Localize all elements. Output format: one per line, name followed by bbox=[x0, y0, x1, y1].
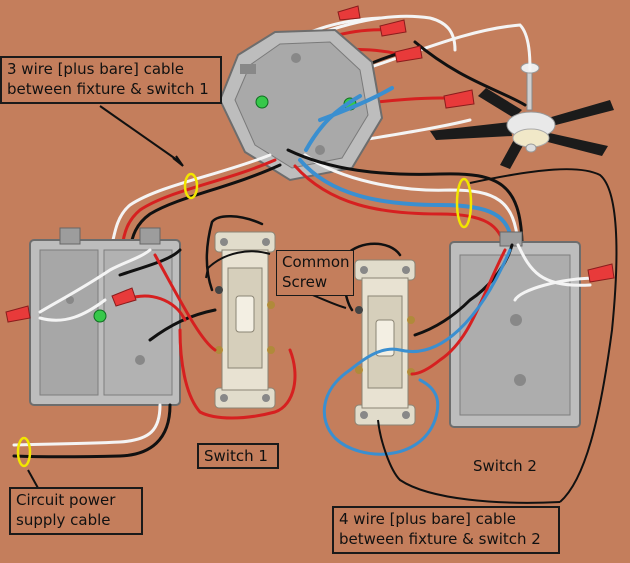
label-cable-fixture-switch1: 3 wire [plus bare] cable between fixture… bbox=[0, 56, 222, 104]
marker-circuit-power-cable bbox=[16, 436, 32, 468]
label-circuit-power: Circuit power supply cable bbox=[9, 487, 143, 535]
right-box-wire-nut bbox=[587, 263, 615, 283]
label-circuit-power-line1: Circuit power bbox=[16, 491, 116, 509]
label-cable-fixture-switch2-line1: 4 wire [plus bare] cable bbox=[339, 510, 516, 528]
fixture-box bbox=[218, 28, 384, 182]
label-common-screw: Common Screw bbox=[276, 250, 354, 296]
fixture-wire-nuts bbox=[337, 5, 475, 109]
label-cable-fixture-switch2-line2: between fixture & switch 2 bbox=[339, 530, 541, 548]
pointer-lines bbox=[27, 105, 618, 504]
label-common-screw-line1: Common bbox=[282, 253, 350, 271]
label-common-screw-line2: Screw bbox=[282, 273, 328, 291]
left-box-wire-nuts bbox=[5, 287, 137, 323]
left-junction-box bbox=[29, 227, 181, 406]
marker-cable-fixture-switch1 bbox=[183, 172, 199, 200]
ceiling-fan bbox=[430, 62, 614, 169]
cable-fixture-switch1-wires bbox=[110, 153, 282, 252]
label-switch-2: Switch 2 bbox=[473, 457, 537, 476]
right-box-wires bbox=[322, 242, 600, 456]
circuit-power-cable-wires bbox=[12, 403, 172, 459]
cable-fixture-switch2-wires bbox=[286, 86, 524, 250]
label-cable-fixture-switch2: 4 wire [plus bare] cable between fixture… bbox=[332, 506, 560, 554]
label-circuit-power-line2: supply cable bbox=[16, 511, 111, 529]
label-switch-1: Switch 1 bbox=[197, 443, 279, 469]
switch-2-device bbox=[354, 259, 416, 426]
right-junction-box bbox=[449, 231, 581, 428]
switch-1-device bbox=[214, 231, 276, 409]
label-switch-1-text: Switch 1 bbox=[204, 447, 268, 465]
marker-cable-fixture-switch2 bbox=[455, 177, 473, 229]
label-cable-fixture-switch1-line1: 3 wire [plus bare] cable bbox=[7, 60, 184, 78]
label-switch-2-text: Switch 2 bbox=[473, 457, 537, 475]
cable-markers bbox=[16, 172, 473, 468]
label-cable-fixture-switch1-line2: between fixture & switch 1 bbox=[7, 80, 209, 98]
